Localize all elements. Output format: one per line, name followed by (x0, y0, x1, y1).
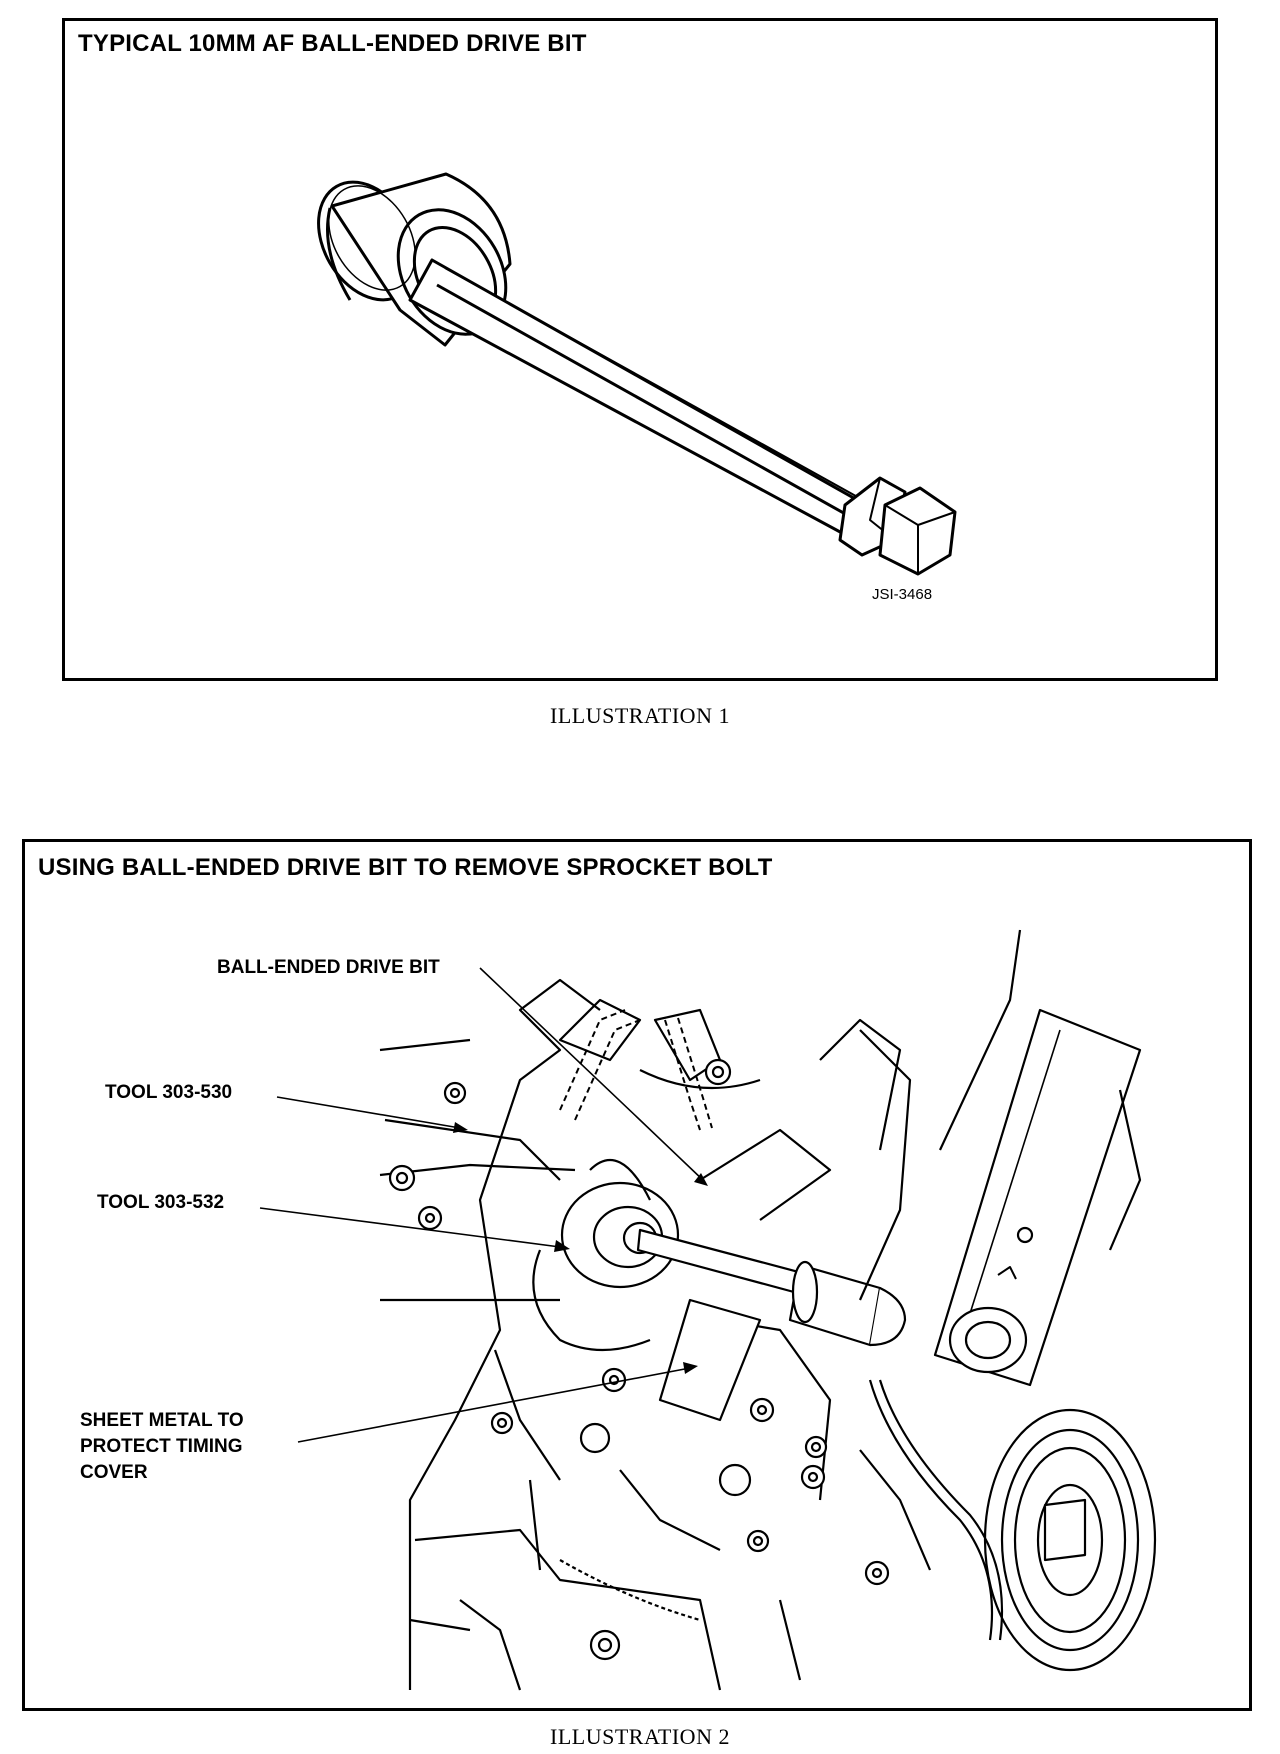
illustration-2-title: USING BALL-ENDED DRIVE BIT TO REMOVE SPR… (38, 854, 773, 881)
callout-sheet-metal: SHEET METAL TO PROTECT TIMING COVER (80, 1408, 244, 1486)
drive-bit-drawing (317, 172, 957, 576)
callout-sheet-metal-line-3: COVER (80, 1462, 148, 1483)
illustration-2-caption: ILLUSTRATION 2 (550, 1724, 730, 1749)
callout-sheet-metal-line-1: SHEET METAL TO (80, 1410, 244, 1431)
callout-sheet-metal-line-2: PROTECT TIMING (80, 1436, 243, 1457)
callout-tool-303-532: TOOL 303-532 (97, 1192, 225, 1213)
illustration-1-title: TYPICAL 10MM AF BALL-ENDED DRIVE BIT (78, 30, 587, 57)
callout-tool-303-530: TOOL 303-530 (105, 1082, 233, 1103)
illustration-1-caption: ILLUSTRATION 1 (550, 703, 730, 728)
part-number-label: JSI-3468 (872, 586, 933, 603)
illustration-1-panel (62, 18, 1218, 681)
callout-drive-bit: BALL-ENDED DRIVE BIT (217, 957, 440, 978)
